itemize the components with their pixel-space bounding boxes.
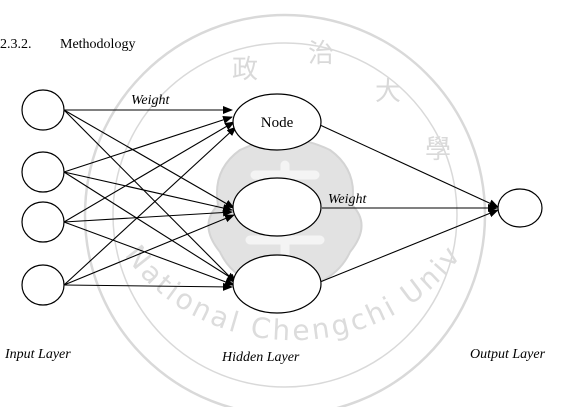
node-label: Node xyxy=(261,115,294,131)
hidden-layer-label: Hidden Layer xyxy=(222,350,300,365)
weight-connection xyxy=(63,171,233,212)
input-to-hidden-connections xyxy=(63,106,237,291)
weight-connection xyxy=(319,209,499,283)
seal-characters: 政 治 大 學 xyxy=(232,39,451,165)
weight-connection xyxy=(63,221,235,286)
input-layer-label: Input Layer xyxy=(5,347,71,362)
weight-connection xyxy=(63,109,237,284)
weight-label-hidden-output: Weight xyxy=(328,192,367,207)
weight-connection xyxy=(63,115,233,173)
weight-connection xyxy=(63,126,237,286)
weight-connection xyxy=(63,282,233,291)
input-node xyxy=(21,151,65,193)
weight-connection xyxy=(63,109,235,209)
hidden-node xyxy=(232,254,322,314)
seal-character: 學 xyxy=(425,135,451,165)
hidden-to-output-connections xyxy=(319,124,499,283)
weight-connection xyxy=(319,124,499,208)
weight-connection xyxy=(63,171,237,282)
weight-connection xyxy=(63,121,235,223)
seal-character: 大 xyxy=(375,77,401,107)
hidden-node xyxy=(232,93,322,151)
weight-label-input-hidden: Weight xyxy=(131,93,170,108)
section-heading: 2.3.2. Methodology xyxy=(0,37,135,53)
output-layer-label: Output Layer xyxy=(470,347,546,362)
seal-character: 治 xyxy=(308,39,334,69)
input-node xyxy=(21,89,65,131)
hidden-layer-nodes xyxy=(232,93,322,314)
section-number: 2.3.2. xyxy=(0,37,32,52)
weight-connection xyxy=(63,214,235,286)
seal-character: 政 xyxy=(232,55,258,85)
section-title: Methodology xyxy=(60,37,136,52)
input-node xyxy=(21,201,65,243)
input-node xyxy=(21,264,65,306)
output-layer-nodes xyxy=(497,188,543,228)
hidden-node xyxy=(232,177,322,237)
input-layer-nodes xyxy=(21,89,65,306)
weight-connection xyxy=(63,208,233,223)
output-node xyxy=(497,188,543,228)
